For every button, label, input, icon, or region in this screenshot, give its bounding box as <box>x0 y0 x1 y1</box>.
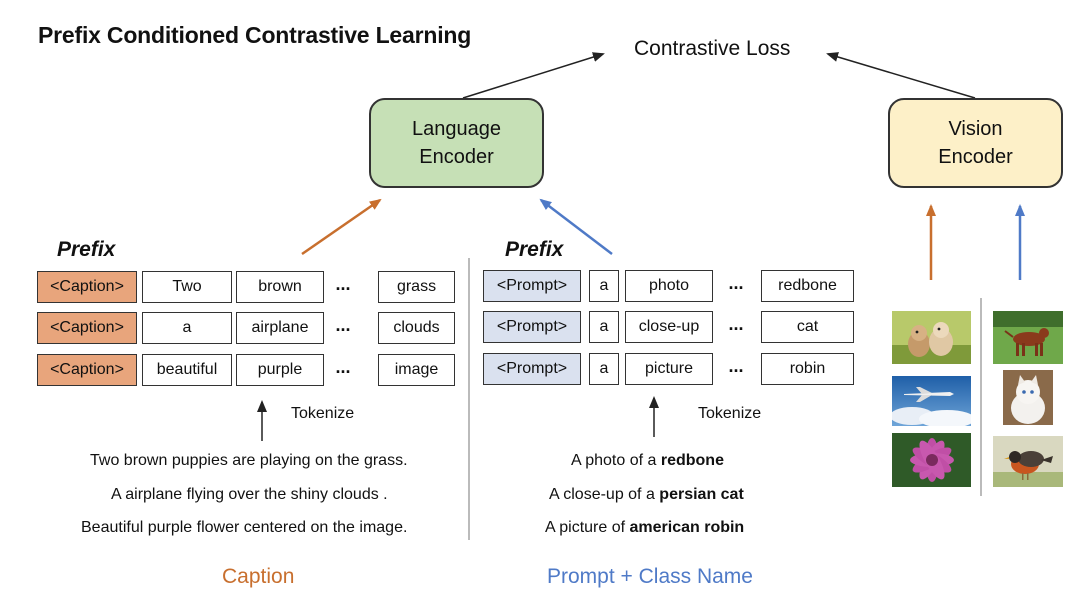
caption-tag-token: <Caption> <box>37 271 137 303</box>
arrow-language-to-loss <box>462 52 605 99</box>
prompt-class-name: american robin <box>629 519 745 536</box>
caption-token: purple <box>236 354 324 386</box>
prompt-tokenize-label: Tokenize <box>698 405 762 422</box>
caption-sentence: Two brown puppies are playing on the gra… <box>90 452 408 469</box>
arrow-caption-to-encoder <box>301 198 382 256</box>
prompt-token: a <box>589 311 619 343</box>
prompt-token: picture <box>625 353 713 385</box>
caption-token: beautiful <box>142 354 232 386</box>
caption-tokenize-label: Tokenize <box>291 405 355 422</box>
caption-token: brown <box>236 271 324 303</box>
prompt-token: a <box>589 353 619 385</box>
caption-prefix-label: Prefix <box>57 238 116 261</box>
language-encoder-box: Language Encoder <box>369 98 544 188</box>
prompt-sentence: A photo of a redbone <box>571 452 724 470</box>
prompt-prefix-label: Prefix <box>505 238 564 261</box>
caption-token: airplane <box>236 312 324 344</box>
robin-photo <box>993 436 1063 487</box>
caption-tag-token: <Caption> <box>37 312 137 344</box>
prompt-token-last: robin <box>761 353 854 385</box>
purple-flower-photo <box>892 433 971 487</box>
prompt-ellipsis: ... <box>728 314 744 334</box>
arrow-vision-to-loss <box>826 52 976 99</box>
prompt-ellipsis: ... <box>728 356 744 376</box>
contrastive-loss-label: Contrastive Loss <box>634 37 791 60</box>
prompt-token-last: cat <box>761 311 854 343</box>
prompt-sentence-text: A picture of <box>545 519 630 536</box>
diagram-title: Prefix Conditioned Contrastive Learning <box>38 22 472 48</box>
caption-ellipsis: ... <box>335 315 351 335</box>
puppies-photo <box>892 311 971 364</box>
caption-ellipsis: ... <box>335 357 351 377</box>
caption-token: Two <box>142 271 232 303</box>
prompt-tag-token: <Prompt> <box>483 353 581 385</box>
prompt-token-last: redbone <box>761 270 854 302</box>
prompt-sentence-text: A photo of a <box>571 452 661 469</box>
prompt-footer-label: Prompt + Class Name <box>547 565 753 588</box>
prompt-tag-token: <Prompt> <box>483 311 581 343</box>
prompt-token: photo <box>625 270 713 302</box>
prompt-tag-token: <Prompt> <box>483 270 581 302</box>
arrow-prompt-to-encoder <box>539 198 613 255</box>
prompt-ellipsis: ... <box>728 273 744 293</box>
prompt-class-name: persian cat <box>659 486 744 503</box>
prompt-class-name: redbone <box>660 452 724 469</box>
caption-sentence: A airplane flying over the shiny clouds … <box>111 486 388 503</box>
prompt-sentence: A picture of american robin <box>545 519 744 537</box>
caption-footer-label: Caption <box>222 565 295 588</box>
caption-token-last: grass <box>378 271 455 303</box>
caption-token-last: image <box>378 354 455 386</box>
prompt-token: a <box>589 270 619 302</box>
caption-token: a <box>142 312 232 344</box>
prompt-token: close-up <box>625 311 713 343</box>
prompt-sentence-text: A close-up of a <box>549 486 660 503</box>
redbone-dog-photo <box>993 311 1063 364</box>
caption-ellipsis: ... <box>335 274 351 294</box>
prompt-sentence: A close-up of a persian cat <box>549 486 744 504</box>
persian-cat-photo <box>1003 370 1053 425</box>
vision-encoder-box: Vision Encoder <box>888 98 1063 188</box>
airplane-photo <box>892 376 971 426</box>
caption-token-last: clouds <box>378 312 455 344</box>
caption-tag-token: <Caption> <box>37 354 137 386</box>
caption-sentence: Beautiful purple flower centered on the … <box>81 519 408 536</box>
